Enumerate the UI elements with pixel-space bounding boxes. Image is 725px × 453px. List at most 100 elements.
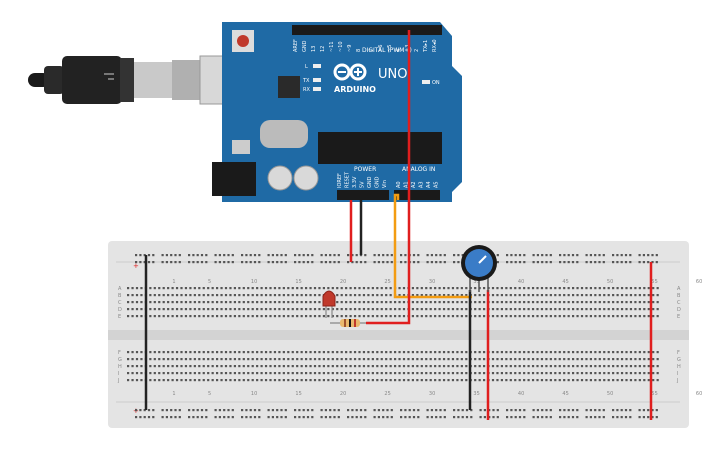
row-letter: I bbox=[118, 371, 119, 377]
analog-pin-label: A2 bbox=[411, 181, 417, 188]
digital-pin-label: ~11 bbox=[329, 41, 335, 52]
wire-pin3-red[interactable] bbox=[366, 30, 411, 325]
row-letter: A bbox=[118, 286, 122, 292]
column-number: 10 bbox=[251, 279, 257, 285]
digital-pin-label: 2 bbox=[414, 49, 420, 52]
column-number: 35 bbox=[473, 279, 479, 285]
column-number: 40 bbox=[518, 279, 524, 285]
row-letter: J bbox=[676, 378, 678, 384]
digital-pin-label: 13 bbox=[311, 46, 317, 52]
power-pin-label: RESET bbox=[345, 171, 351, 188]
column-number: 45 bbox=[562, 279, 568, 285]
analog-pin-label: A1 bbox=[404, 181, 410, 188]
analog-pin-label: A4 bbox=[426, 181, 432, 188]
breadboard-holes[interactable] bbox=[127, 254, 659, 419]
power-pin-label: GND bbox=[367, 176, 373, 188]
row-letter: E bbox=[677, 314, 680, 320]
analog-label: ANALOG IN bbox=[402, 166, 435, 173]
row-letter: A bbox=[677, 286, 681, 292]
row-letter: C bbox=[677, 300, 681, 306]
power-header[interactable] bbox=[337, 190, 389, 200]
board-model: UNO bbox=[378, 67, 407, 82]
digital-pin-label: ~10 bbox=[338, 41, 344, 52]
column-number: 55 bbox=[651, 279, 657, 285]
row-letter: H bbox=[118, 364, 122, 370]
column-number: 45 bbox=[562, 391, 568, 397]
power-pin-label: GND bbox=[375, 176, 381, 188]
row-letter: I bbox=[677, 371, 678, 377]
row-letter: H bbox=[677, 364, 681, 370]
column-number: 55 bbox=[651, 391, 657, 397]
row-letter: F bbox=[677, 350, 680, 356]
analog-header[interactable] bbox=[394, 190, 440, 200]
row-letter: C bbox=[118, 300, 122, 306]
potentiometer-icon[interactable] bbox=[461, 245, 497, 292]
row-letter: F bbox=[118, 350, 121, 356]
column-number: 60 bbox=[696, 279, 702, 285]
digital-header[interactable] bbox=[292, 25, 442, 35]
power-pin-label: 5V bbox=[360, 181, 366, 188]
led-icon[interactable] bbox=[322, 290, 336, 318]
tx-label: TX bbox=[302, 78, 310, 84]
digital-pin-label: AREF bbox=[293, 39, 299, 52]
digital-pin-label: TX▸1 bbox=[423, 40, 429, 53]
column-number: 25 bbox=[384, 279, 390, 285]
digital-pin-label: 4 bbox=[396, 49, 402, 52]
digital-label: DIGITAL (PWM~) bbox=[362, 47, 412, 54]
l-label: L bbox=[305, 64, 308, 70]
digital-pin-label: ~5 bbox=[387, 45, 393, 52]
row-letter: G bbox=[118, 357, 122, 363]
power-pin-label: IOREF bbox=[337, 173, 343, 188]
arduino-logo bbox=[333, 63, 367, 81]
row-letter: B bbox=[677, 293, 681, 299]
column-number: 20 bbox=[340, 391, 346, 397]
digital-pin-label: 12 bbox=[320, 46, 326, 52]
column-number: 1 bbox=[172, 279, 175, 285]
wire-a0-orange[interactable] bbox=[393, 193, 472, 299]
power-label: POWER bbox=[354, 166, 376, 173]
usb-cable-icon[interactable] bbox=[28, 55, 233, 105]
column-number: 5 bbox=[208, 391, 211, 397]
digital-pin-label: 7 bbox=[369, 49, 375, 52]
plus-top: + bbox=[133, 262, 139, 270]
column-number: 25 bbox=[384, 391, 390, 397]
analog-pin-label: A5 bbox=[434, 181, 440, 188]
digital-pin-label: ~6 bbox=[378, 45, 384, 52]
rx-label: RX bbox=[303, 87, 310, 93]
column-number: 1 bbox=[172, 391, 175, 397]
wires[interactable] bbox=[144, 30, 653, 420]
column-number: 15 bbox=[295, 391, 301, 397]
power-pin-label: Vin bbox=[382, 180, 388, 188]
power-pin-label: 3.3V bbox=[352, 176, 358, 188]
row-letter: E bbox=[118, 314, 121, 320]
column-number: 10 bbox=[251, 391, 257, 397]
column-number: 35 bbox=[473, 391, 479, 397]
board-brand: ARDUINO bbox=[334, 85, 376, 94]
digital-pin-label: ~9 bbox=[347, 45, 353, 52]
column-number: 60 bbox=[696, 391, 702, 397]
column-number: 30 bbox=[429, 391, 435, 397]
column-number: 15 bbox=[295, 279, 301, 285]
on-label: ON bbox=[432, 80, 440, 86]
row-letter: D bbox=[677, 307, 681, 313]
arduino-board[interactable]: ARDUINO UNO DIGITAL (PWM~) POWER ANALOG … bbox=[212, 22, 462, 202]
column-number: 30 bbox=[429, 279, 435, 285]
row-letter: D bbox=[118, 307, 122, 313]
row-letter: G bbox=[677, 357, 681, 363]
row-letter: B bbox=[118, 293, 122, 299]
column-number: 40 bbox=[518, 391, 524, 397]
power-jack[interactable] bbox=[212, 162, 256, 196]
resistor-icon[interactable] bbox=[330, 319, 366, 327]
digital-pin-label: RX◂0 bbox=[432, 39, 438, 52]
column-number: 50 bbox=[607, 279, 613, 285]
analog-pin-label: A0 bbox=[396, 181, 402, 188]
column-number: 20 bbox=[340, 279, 346, 285]
